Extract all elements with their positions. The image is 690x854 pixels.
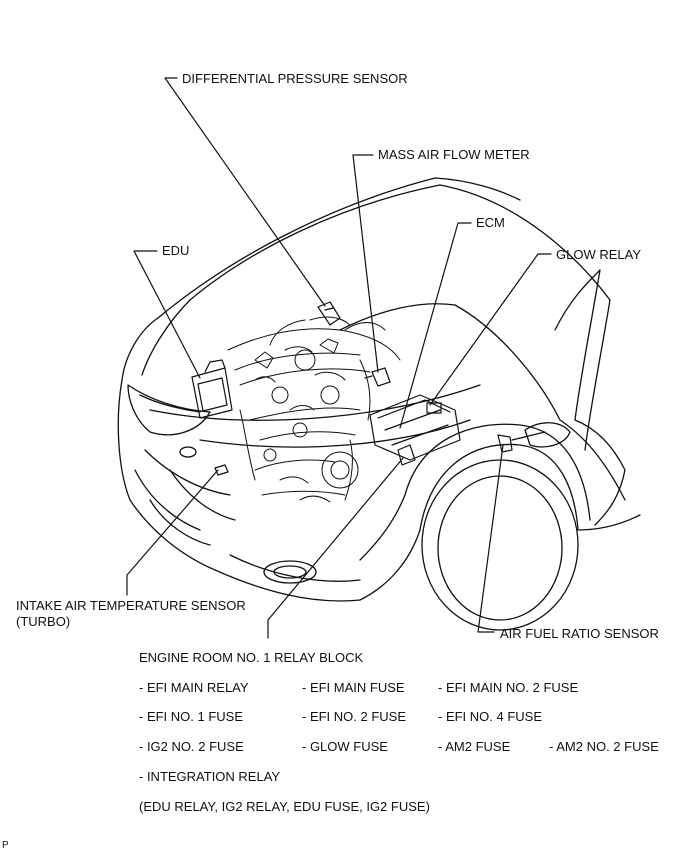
relay-block-item: - INTEGRATION RELAY [139, 769, 281, 784]
differential-pressure-sensor [317, 301, 341, 326]
ecm-unit [369, 394, 461, 461]
relay-block-unit [397, 444, 416, 466]
relay-block-item: - GLOW FUSE [302, 739, 388, 754]
relay-block-item: - IG2 NO. 2 FUSE [139, 739, 244, 754]
glow-relay-label: GLOW RELAY [556, 247, 642, 262]
relay-block-item: - EFI MAIN FUSE [302, 680, 405, 695]
relay-block-item: - EFI NO. 1 FUSE [139, 709, 244, 724]
relay-block-note: (EDU RELAY, IG2 RELAY, EDU FUSE, IG2 FUS… [139, 799, 430, 814]
edu-unit [191, 359, 233, 419]
relay-block-item: - EFI MAIN RELAY [139, 680, 249, 695]
air-fuel-ratio-sensor-label: AIR FUEL RATIO SENSOR [500, 626, 659, 641]
mass-air-flow-meter [364, 367, 391, 387]
corner-mark: P [2, 840, 9, 851]
car-body-outline [117, 177, 641, 631]
relay-block-item: - EFI NO. 2 FUSE [302, 709, 407, 724]
leader-lines [126, 77, 552, 639]
leader-ecm [399, 222, 472, 429]
glow-relay [426, 402, 442, 414]
relay-block-item: - AM2 NO. 2 FUSE [549, 739, 659, 754]
leader-air-fuel-ratio-sensor [477, 444, 504, 633]
leader-relay-block [267, 457, 404, 639]
relay-block-item: - EFI NO. 4 FUSE [438, 709, 543, 724]
intake-air-temperature-sensor [214, 464, 229, 476]
mass-air-flow-meter-label: MASS AIR FLOW METER [378, 147, 530, 162]
differential-pressure-sensor-label: DIFFERENTIAL PRESSURE SENSOR [182, 71, 408, 86]
air-fuel-ratio-sensor [497, 431, 546, 453]
engine-assembly [227, 316, 401, 503]
leader-mass-air-flow-meter [352, 154, 379, 373]
leader-edu [133, 250, 201, 379]
ecm-label: ECM [476, 215, 505, 230]
leader-intake-air-temperature-sensor [126, 469, 219, 596]
intake-air-temperature-sensor-label: INTAKE AIR TEMPERATURE SENSOR [16, 598, 246, 613]
leader-glow-relay [429, 253, 552, 406]
leader-differential-pressure-sensor [164, 77, 326, 307]
relay-block-item: - EFI MAIN NO. 2 FUSE [438, 680, 579, 695]
relay-block-item: - AM2 FUSE [438, 739, 511, 754]
relay-block-title: ENGINE ROOM NO. 1 RELAY BLOCK [139, 650, 364, 665]
intake-air-temperature-sensor-note: (TURBO) [16, 614, 71, 629]
edu-label: EDU [162, 243, 190, 258]
